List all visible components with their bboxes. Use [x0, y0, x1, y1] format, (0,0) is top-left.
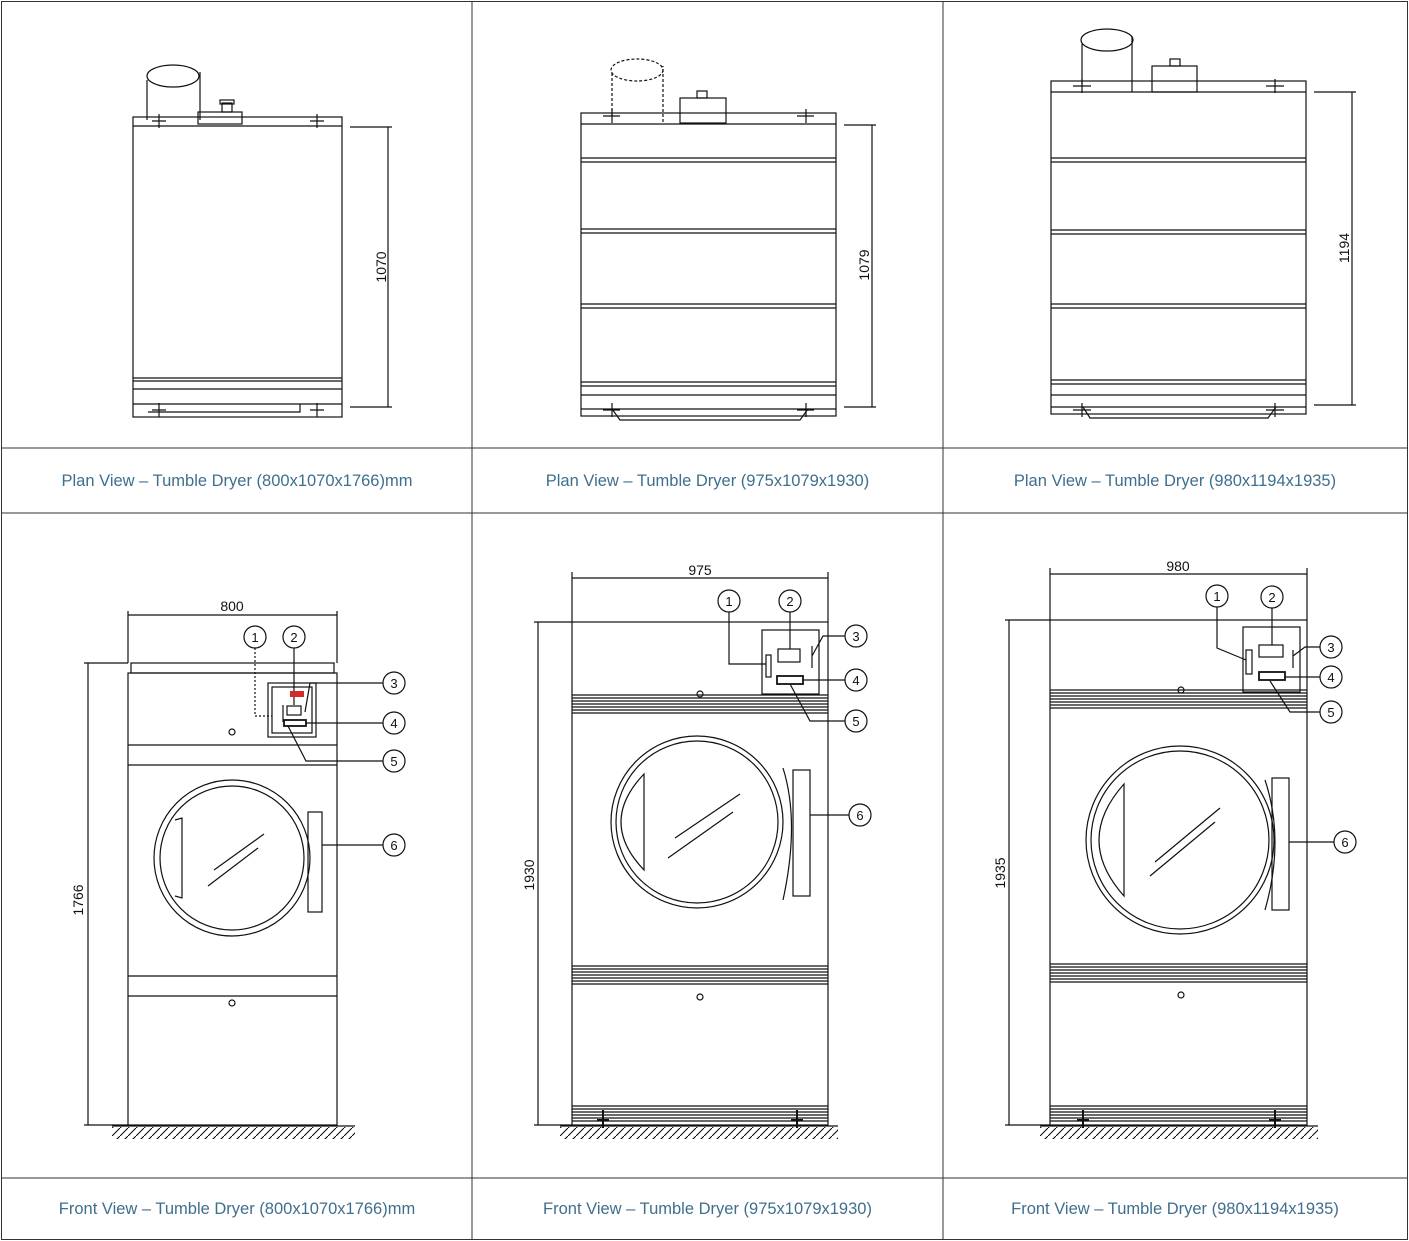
floor-hatch-3 [1040, 1127, 1318, 1139]
front-view-drawing-3 [1005, 568, 1357, 1128]
callout-label: 2 [786, 594, 793, 609]
callout-label: 3 [1327, 640, 1334, 655]
front-view-caption-3: Front View – Tumble Dryer (980x1194x1935… [1011, 1199, 1339, 1218]
front-view-caption-2: Front View – Tumble Dryer (975x1079x1930… [543, 1199, 872, 1218]
callout-label: 2 [290, 630, 297, 645]
control-display-red-marker [290, 691, 304, 697]
plan-depth-dimension-2: 1079 [856, 249, 872, 280]
callout-label: 1 [251, 630, 258, 645]
callout-label: 1 [1213, 589, 1220, 604]
floor-hatch-1 [112, 1127, 355, 1139]
callout-label: 2 [1268, 590, 1275, 605]
plan-view-drawing-1 [132, 64, 392, 418]
callout-label: 4 [390, 716, 397, 731]
front-view-drawing-2 [534, 572, 872, 1128]
plan-view-drawing-2 [580, 58, 876, 421]
front-height-dimension-2: 1930 [521, 859, 537, 890]
front-height-dimension-1: 1766 [70, 884, 86, 915]
front-height-dimension-3: 1935 [992, 857, 1008, 888]
callout-labels-1: 1 2 3 4 5 6 [251, 630, 397, 853]
callout-label: 5 [390, 754, 397, 769]
callout-label: 5 [1327, 705, 1334, 720]
callout-label: 1 [725, 594, 732, 609]
front-view-drawing-1 [84, 611, 406, 1127]
front-width-dimension-3: 980 [1166, 558, 1190, 574]
plan-view-caption-2: Plan View – Tumble Dryer (975x1079x1930) [545, 471, 870, 490]
callout-label: 4 [852, 673, 859, 688]
callout-label: 6 [390, 838, 397, 853]
floor-hatch-2 [560, 1127, 838, 1139]
plan-view-caption-3: Plan View – Tumble Dryer (980x1194x1935) [1013, 471, 1337, 490]
callout-label: 4 [1327, 670, 1334, 685]
plan-depth-dimension-1: 1070 [373, 251, 389, 282]
plan-view-drawing-3 [1050, 28, 1356, 419]
plan-view-caption-1: Plan View – Tumble Dryer (800x1070x1766)… [61, 471, 413, 490]
callout-label: 6 [856, 808, 863, 823]
front-view-caption-1: Front View – Tumble Dryer (800x1070x1766… [58, 1199, 416, 1218]
callout-labels-2: 1 2 3 4 5 6 [725, 594, 863, 823]
plan-depth-dimension-3: 1194 [1336, 233, 1352, 263]
callout-label: 3 [852, 629, 859, 644]
callout-labels-3: 1 2 3 4 5 6 [1213, 589, 1348, 850]
front-width-dimension-1: 800 [220, 598, 244, 614]
callout-label: 3 [390, 676, 397, 691]
callout-label: 5 [852, 714, 859, 729]
callout-label: 6 [1341, 835, 1348, 850]
front-width-dimension-2: 975 [688, 562, 712, 578]
